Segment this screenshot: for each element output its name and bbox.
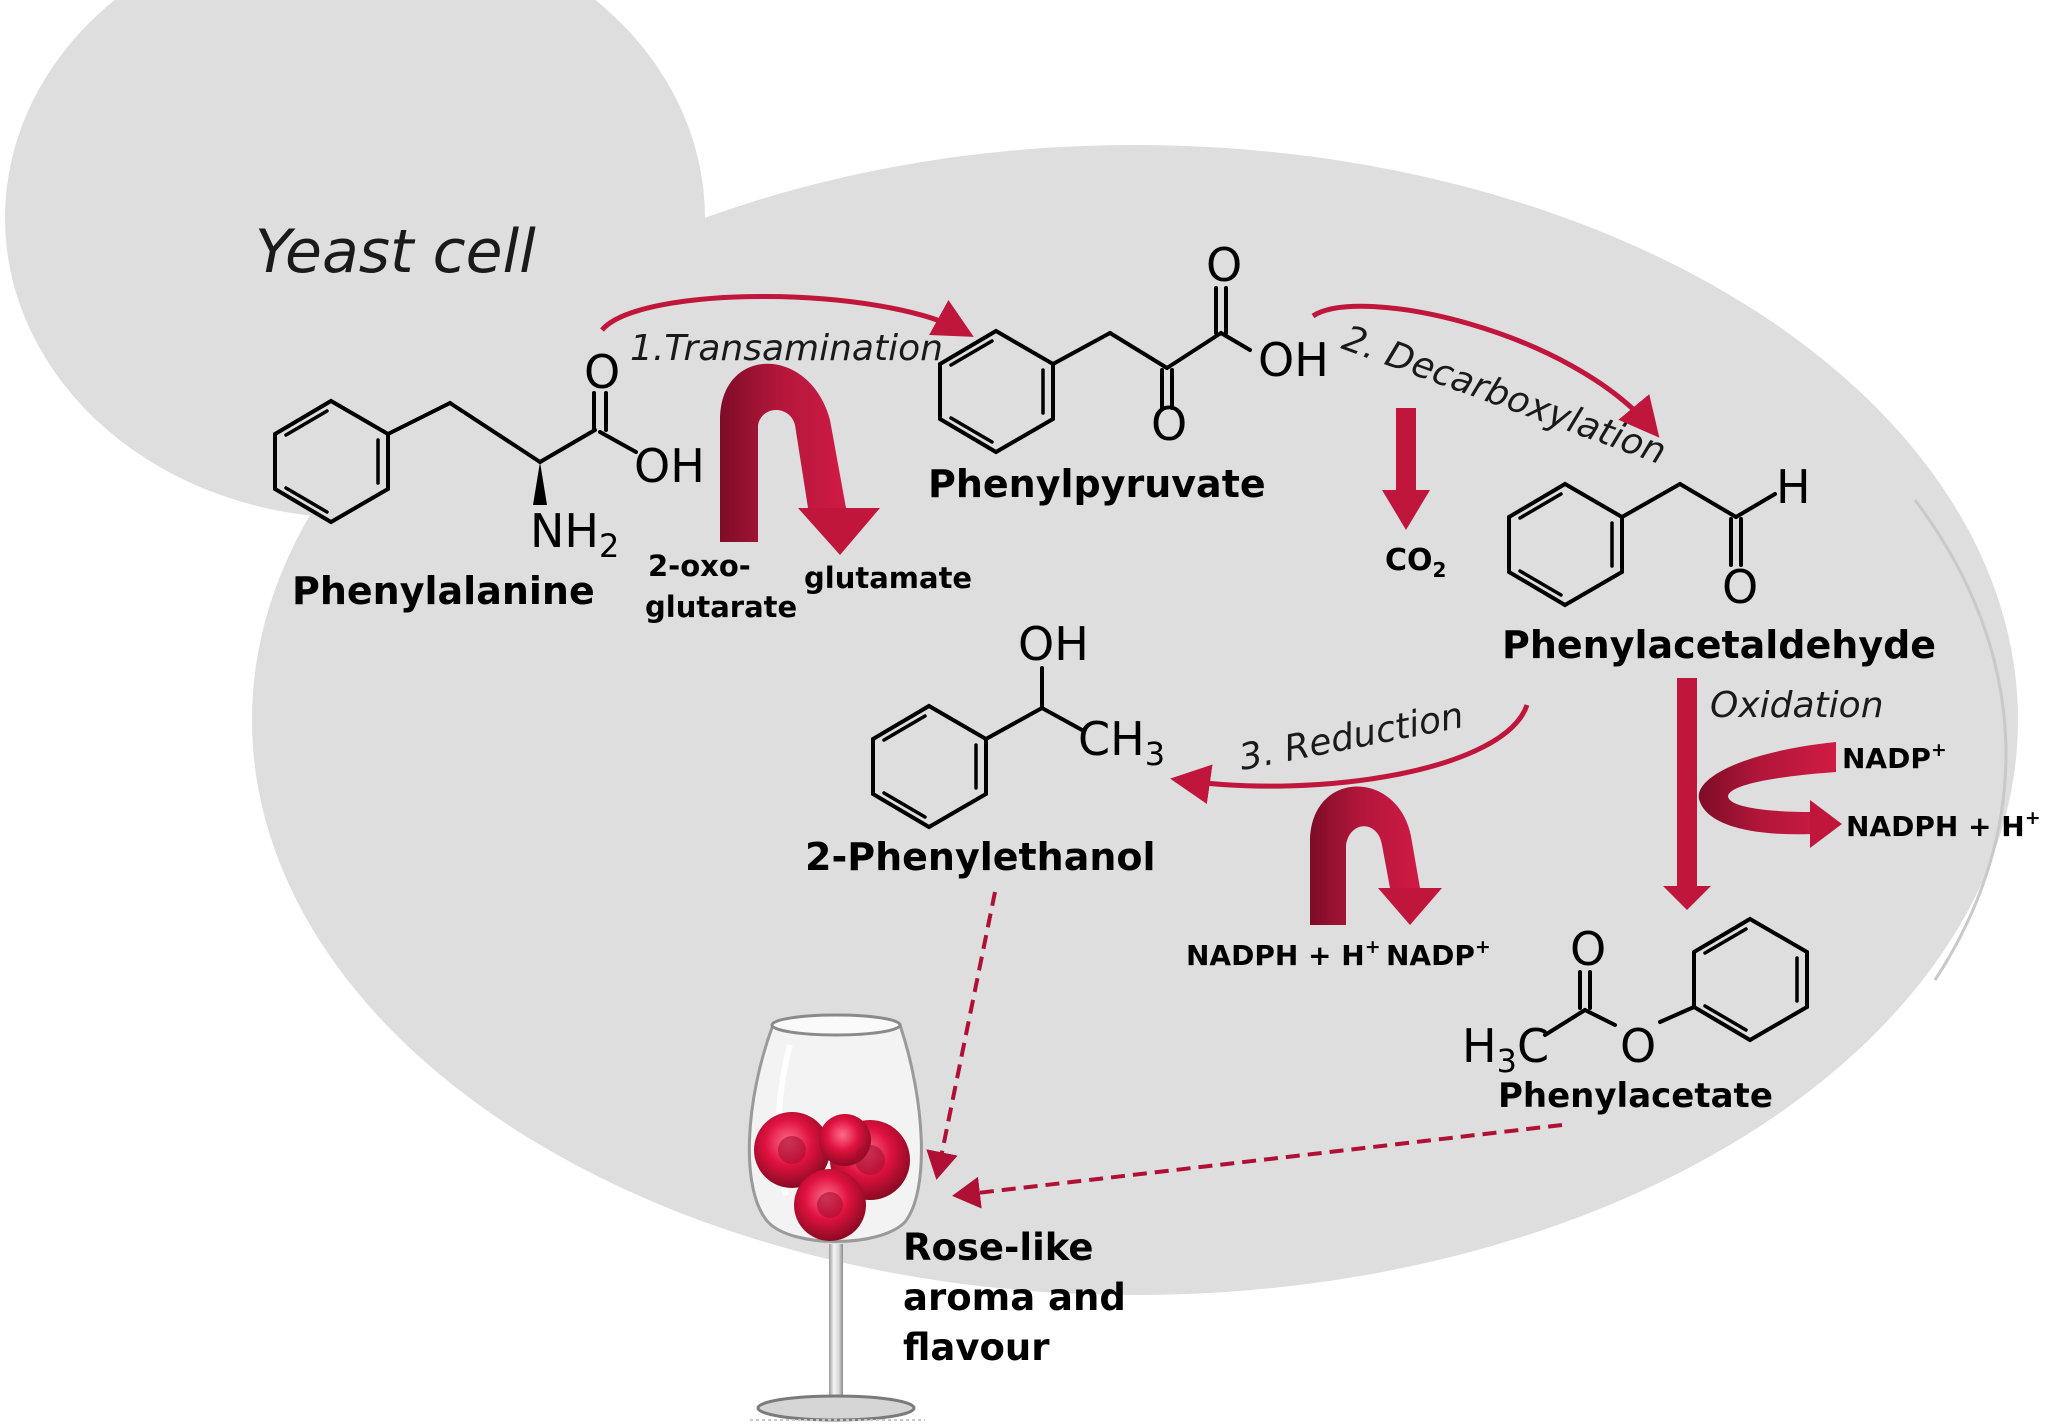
pad-h-atom: H <box>1776 460 1811 514</box>
phenylpyruvate-label: Phenylpyruvate <box>928 462 1266 506</box>
benzene-ring <box>273 398 390 525</box>
pa-o-carbonyl-atom: O <box>1570 922 1606 976</box>
pe-ch3-atom: CH3 <box>1078 712 1165 773</box>
glass-base <box>756 1394 916 1422</box>
pa-h3c-atom: H3C <box>1462 1019 1549 1080</box>
wine-glass-image <box>747 1013 925 1422</box>
oxidation-cofactor-arrow <box>1698 742 1842 848</box>
phenylethanol-to-glass-arrow <box>926 891 997 1180</box>
co2-release-arrow <box>1382 408 1430 530</box>
ppy-oh-atom: OH <box>1258 333 1329 387</box>
pad-o-atom: O <box>1722 560 1758 614</box>
rose-petals <box>754 1112 910 1241</box>
reduction-cofactor-arrow <box>1310 786 1442 925</box>
ppy-o-top-atom: O <box>1206 238 1242 292</box>
phenylacetate-structure <box>1543 916 1809 1043</box>
oxidation-nadph-out: NADPH + H+ <box>1846 807 2041 843</box>
phenylacetate-to-glass-arrow <box>952 1123 1563 1209</box>
glass-rim <box>770 1013 902 1037</box>
phenylpyruvate-structure <box>938 286 1252 455</box>
phenylacetate-label: Phenylacetate <box>1498 1076 1773 1116</box>
phenylalanine-structure <box>273 391 638 525</box>
transamination-label: 1.Transamination <box>630 328 943 369</box>
cofactor-glutamate: glutamate <box>804 561 972 595</box>
benzene-ring <box>871 703 988 830</box>
oxidation-label: Oxidation <box>1710 685 1884 726</box>
cell-label: Yeast cell <box>255 217 536 287</box>
wedge-bond <box>533 462 547 505</box>
cell-edge <box>1913 499 2008 981</box>
reduction-nadph-in: NADPH + H+ <box>1186 936 1381 972</box>
aroma-label-line1: Rose-like <box>903 1226 1093 1269</box>
phe-nh-atom: NH2 <box>530 504 619 565</box>
transamination-cofactor-arrow <box>720 363 880 555</box>
cofactor-glutarate: glutarate <box>645 590 797 624</box>
cofactor-2-oxo: 2-oxo- <box>648 549 751 583</box>
pa-o-ester-atom: O <box>1620 1019 1656 1073</box>
reduction-arrow <box>1170 704 1530 805</box>
phe-oh-atom: OH <box>634 439 705 493</box>
decarboxylation-arrow <box>1311 303 1660 438</box>
oxidation-nadp-in: NADP+ <box>1842 739 1947 775</box>
glass-stem <box>829 1244 843 1400</box>
ppy-o-keto-atom: O <box>1151 397 1187 451</box>
benzene-ring <box>1507 481 1624 608</box>
benzene-ring <box>938 328 1055 455</box>
phenylacetaldehyde-label: Phenylacetaldehyde <box>1502 623 1936 667</box>
transamination-arrow <box>600 294 974 337</box>
phenylacetaldehyde-structure <box>1507 481 1777 608</box>
phenylalanine-label: Phenylalanine <box>292 569 595 613</box>
co2-label: CO2 <box>1385 543 1446 582</box>
phenylethanol-label: 2-Phenylethanol <box>805 835 1156 879</box>
yeast-cell <box>5 0 2018 1295</box>
yeast-mother-cell <box>252 145 2018 1295</box>
reduction-nadp-out: NADP+ <box>1386 936 1491 972</box>
pe-oh-atom: OH <box>1018 617 1089 671</box>
aroma-label-line2: aroma and <box>903 1276 1126 1319</box>
phenylethanol-structure <box>871 666 1084 830</box>
phe-o-atom: O <box>584 345 620 399</box>
aroma-label-line3: flavour <box>903 1326 1050 1369</box>
oxidation-arrow <box>1663 678 1711 910</box>
